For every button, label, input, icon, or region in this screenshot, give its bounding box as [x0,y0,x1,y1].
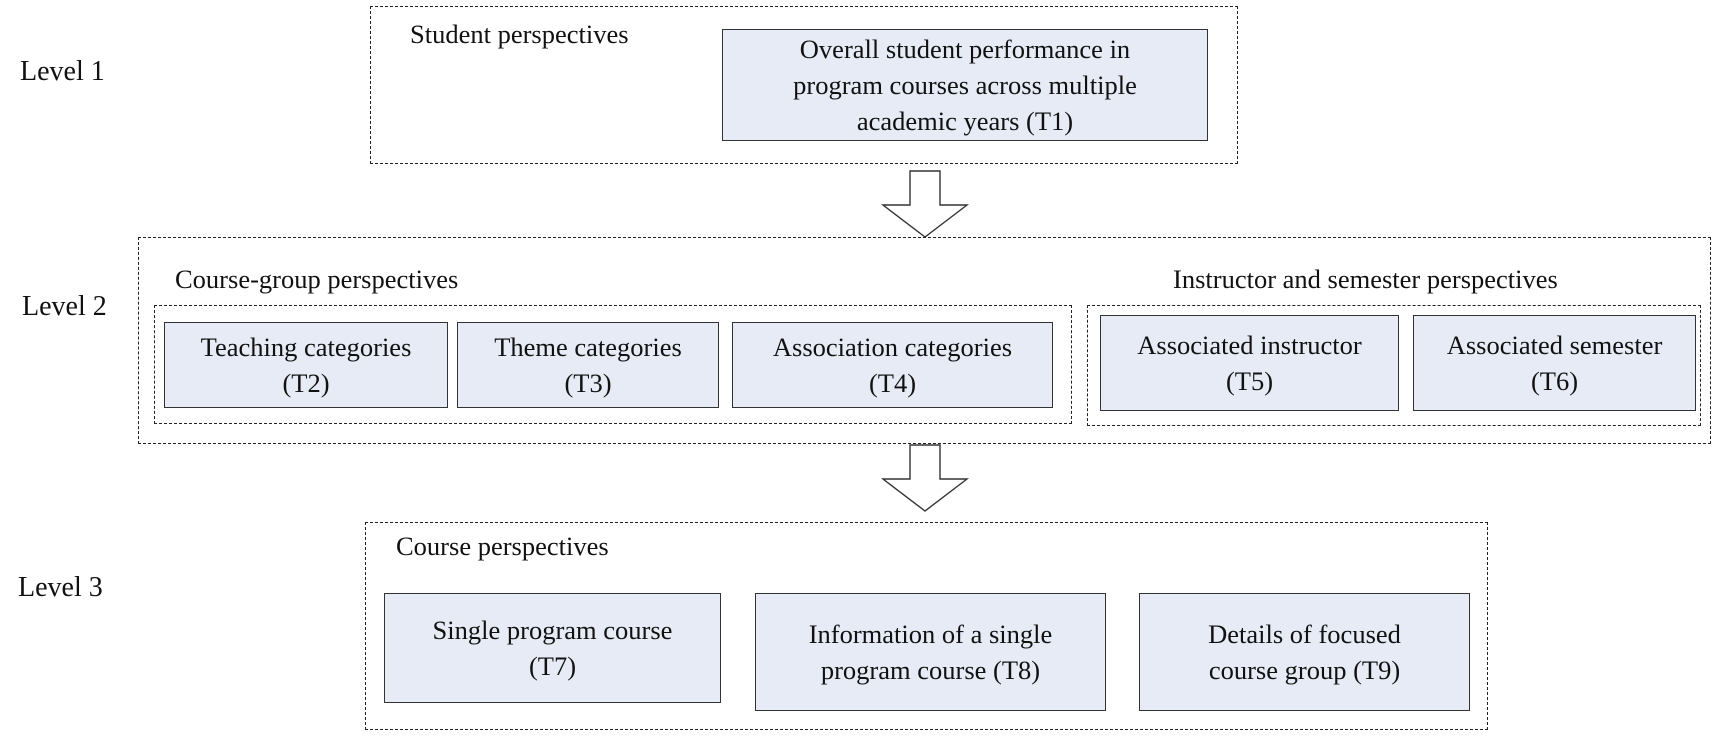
course-perspectives-title: Course perspectives [396,531,609,561]
down-arrow-icon [880,444,970,512]
task-t3: Theme categories (T3) [457,322,719,408]
task-t9: Details of focused course group (T9) [1139,593,1470,711]
level-2-group [138,237,1711,444]
level-3-label: Level 3 [18,572,103,603]
task-t5: Associated instructor (T5) [1100,315,1399,411]
instructor-semester-subgroup [1087,305,1701,426]
level-1-label: Level 1 [20,56,105,87]
level-3-group [365,522,1488,730]
level-1-group [370,6,1238,164]
level-2-label: Level 2 [22,291,107,322]
course-group-perspectives-title: Course-group perspectives [175,264,459,294]
task-t4: Association categories (T4) [732,322,1053,408]
student-perspectives-title: Student perspectives [410,19,629,49]
task-t1: Overall student performance in program c… [722,29,1208,141]
down-arrow-icon [880,170,970,238]
task-t8: Information of a single program course (… [755,593,1106,711]
instructor-semester-perspectives-title: Instructor and semester perspectives [1173,264,1558,294]
task-t2: Teaching categories (T2) [164,322,448,408]
task-t7: Single program course (T7) [384,593,721,703]
task-t6: Associated semester (T6) [1413,315,1696,411]
course-group-subgroup [154,305,1072,424]
